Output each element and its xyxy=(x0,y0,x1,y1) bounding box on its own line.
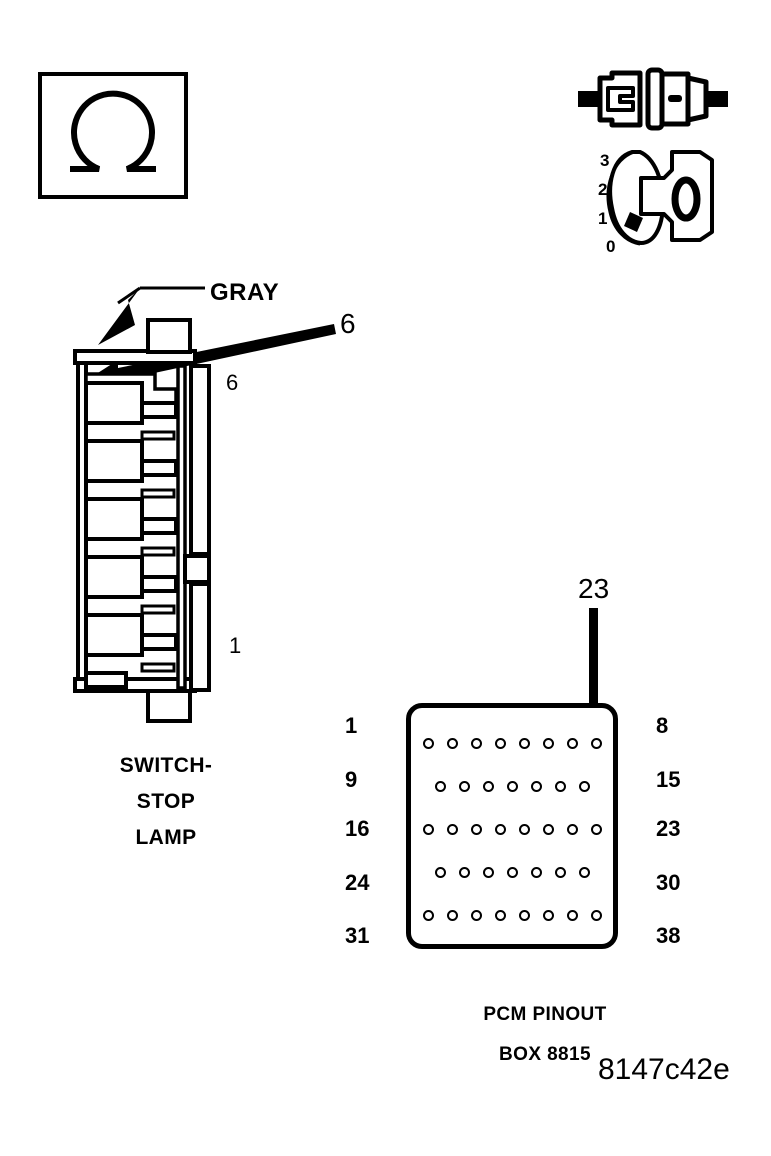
pcm-pin xyxy=(494,910,506,921)
figure-code-label: 8147c42e xyxy=(598,1053,730,1086)
connector-name-line-3: LAMP xyxy=(135,826,197,849)
pin-row xyxy=(411,910,613,921)
gray-leader-line xyxy=(98,286,205,345)
pin-6-callout-arrow xyxy=(90,324,336,388)
cavity-scale-label-1: 1 xyxy=(598,209,608,228)
pcm-right-label-38: 38 xyxy=(656,923,681,948)
pcm-pin xyxy=(566,910,578,921)
pcm-caption-line-2: BOX 8815 xyxy=(499,1044,591,1065)
pcm-left-label-9: 9 xyxy=(345,767,358,792)
pcm-pin xyxy=(458,867,470,878)
pcm-pin xyxy=(530,781,542,792)
pcm-pin xyxy=(470,910,482,921)
pcm-pin xyxy=(530,867,542,878)
pcm-pin xyxy=(446,910,458,921)
pcm-pin xyxy=(470,824,482,835)
pcm-pin xyxy=(482,781,494,792)
pcm-pin xyxy=(566,738,578,749)
pcm-pinout-box xyxy=(406,703,618,949)
pcm-left-label-31: 31 xyxy=(345,923,370,948)
wire-color-label-gray: GRAY xyxy=(210,279,280,306)
pcm-pin xyxy=(590,738,602,749)
cavity-scale-label-2: 2 xyxy=(598,180,608,199)
pcm-right-label-15: 15 xyxy=(656,767,681,792)
pcm-pin xyxy=(506,781,518,792)
cavity-key-icon xyxy=(606,150,714,246)
omega-icon xyxy=(70,90,156,172)
pcm-pin xyxy=(506,867,518,878)
pin-row xyxy=(411,824,613,835)
connector-pair-icon xyxy=(578,67,728,131)
pcm-pin xyxy=(422,738,434,749)
pcm-pin xyxy=(518,738,530,749)
pcm-pin xyxy=(542,910,554,921)
pcm-pin xyxy=(578,867,590,878)
cavity-scale-label-0: 0 xyxy=(606,237,616,256)
pcm-right-label-8: 8 xyxy=(656,713,669,738)
pcm-pin xyxy=(578,781,590,792)
pcm-left-label-16: 16 xyxy=(345,816,370,841)
pcm-left-label-1: 1 xyxy=(345,713,358,738)
pcm-pin xyxy=(590,910,602,921)
pcm-pin xyxy=(494,738,506,749)
pcm-pin xyxy=(590,824,602,835)
pcm-pin xyxy=(518,910,530,921)
pcm-pin xyxy=(566,824,578,835)
pcm-right-label-23: 23 xyxy=(656,816,681,841)
pcm-pin xyxy=(446,824,458,835)
cavity-scale-label-3: 3 xyxy=(600,151,610,170)
pcm-pin xyxy=(434,781,446,792)
pcm-pin xyxy=(446,738,458,749)
connector-cavities xyxy=(84,372,178,689)
pcm-pin xyxy=(542,824,554,835)
pcm-pin xyxy=(542,738,554,749)
connector-name-line-1: SWITCH- xyxy=(119,754,213,777)
connector-name-line-2: STOP xyxy=(136,790,196,813)
pin-row xyxy=(411,867,613,878)
pcm-pin xyxy=(470,738,482,749)
pcm-pin xyxy=(518,824,530,835)
connector-rail-label-top: 6 xyxy=(226,370,239,395)
pcm-pin xyxy=(422,824,434,835)
pcm-pin xyxy=(554,867,566,878)
pin-row xyxy=(411,738,613,749)
pin-row xyxy=(411,781,613,792)
pcm-pin xyxy=(434,867,446,878)
pcm-pin xyxy=(494,824,506,835)
pcm-pin xyxy=(554,781,566,792)
pcm-caption: PCM PINOUT BOX 8815 xyxy=(400,995,690,1075)
pcm-pin xyxy=(422,910,434,921)
pcm-pin xyxy=(458,781,470,792)
pcm-pin xyxy=(482,867,494,878)
pin-6-callout-label: 6 xyxy=(340,308,356,339)
pin-23-callout-label: 23 xyxy=(578,573,610,604)
pcm-caption-line-1: PCM PINOUT xyxy=(483,1004,607,1025)
connector-name-label: SWITCH- STOP LAMP xyxy=(76,748,256,856)
connector-rail-label-bottom: 1 xyxy=(229,633,242,658)
ohm-symbol-box xyxy=(38,72,188,199)
pcm-right-label-30: 30 xyxy=(656,870,681,895)
pcm-left-label-24: 24 xyxy=(345,870,370,895)
switch-stop-lamp-connector xyxy=(73,318,211,723)
